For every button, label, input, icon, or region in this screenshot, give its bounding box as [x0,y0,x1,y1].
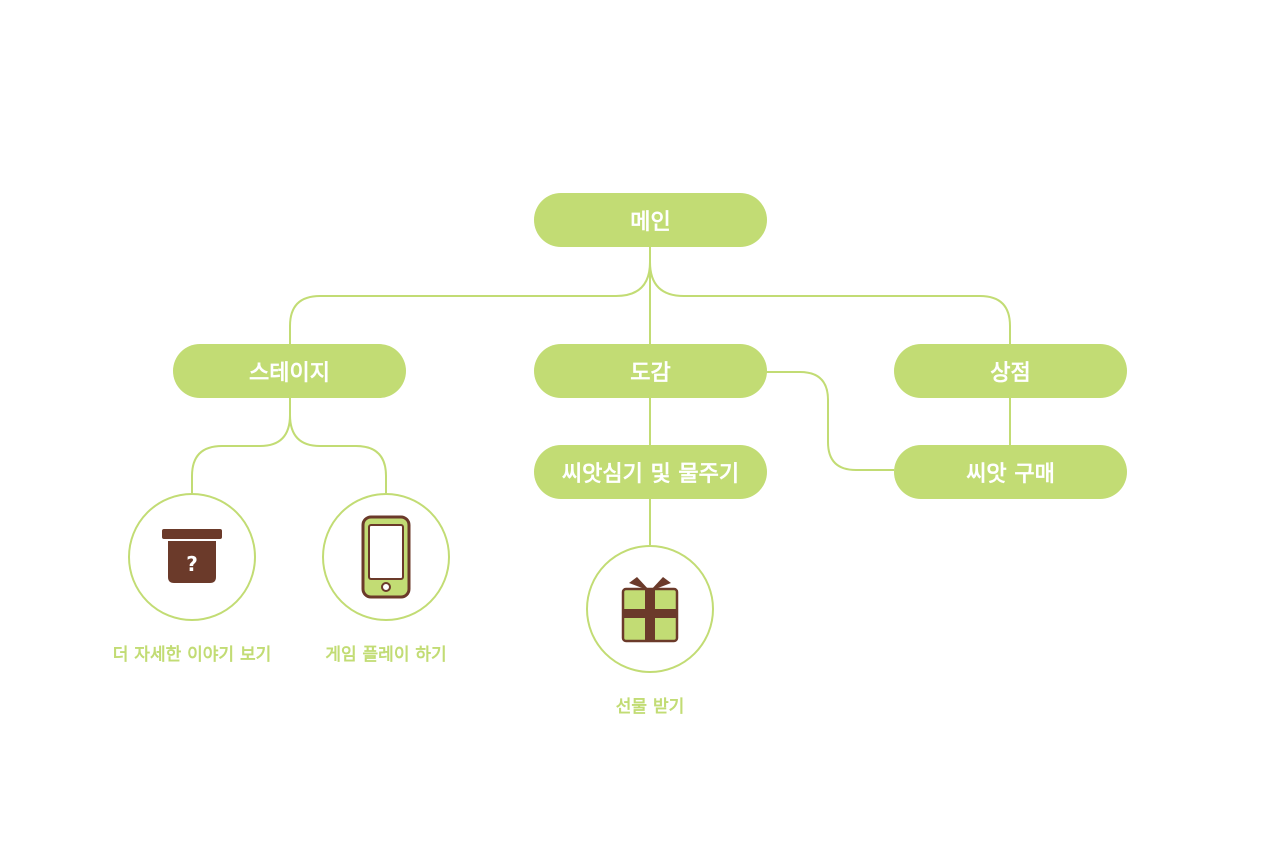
node-plant-water: 씨앗심기 및 물주기 [534,445,767,499]
leaf-play-circle [322,493,450,621]
connector-main-shop [649,261,1011,344]
node-collection: 도감 [534,344,767,398]
smartphone-icon [361,515,411,599]
node-buy-seed: 씨앗 구매 [894,445,1127,499]
connector-collection-buyseed [766,371,894,471]
leaf-play-label: 게임 플레이 하기 [325,645,447,665]
leaf-gift-label: 선물 받기 [615,697,685,717]
connector-stage-story [191,397,291,493]
svg-text:?: ? [186,552,198,576]
connector-stage-play [289,414,387,493]
node-shop: 상점 [894,344,1127,398]
node-stage: 스테이지 [173,344,406,398]
mystery-box-icon: ? [162,529,222,583]
leaf-gift-circle [586,545,714,673]
node-main: 메인 [534,193,767,247]
leaf-story-circle: ? [128,493,256,621]
leaf-story-label: 더 자세한 이야기 보기 [112,645,272,665]
gift-box-icon [621,577,679,643]
connector-main-stage [289,261,651,344]
